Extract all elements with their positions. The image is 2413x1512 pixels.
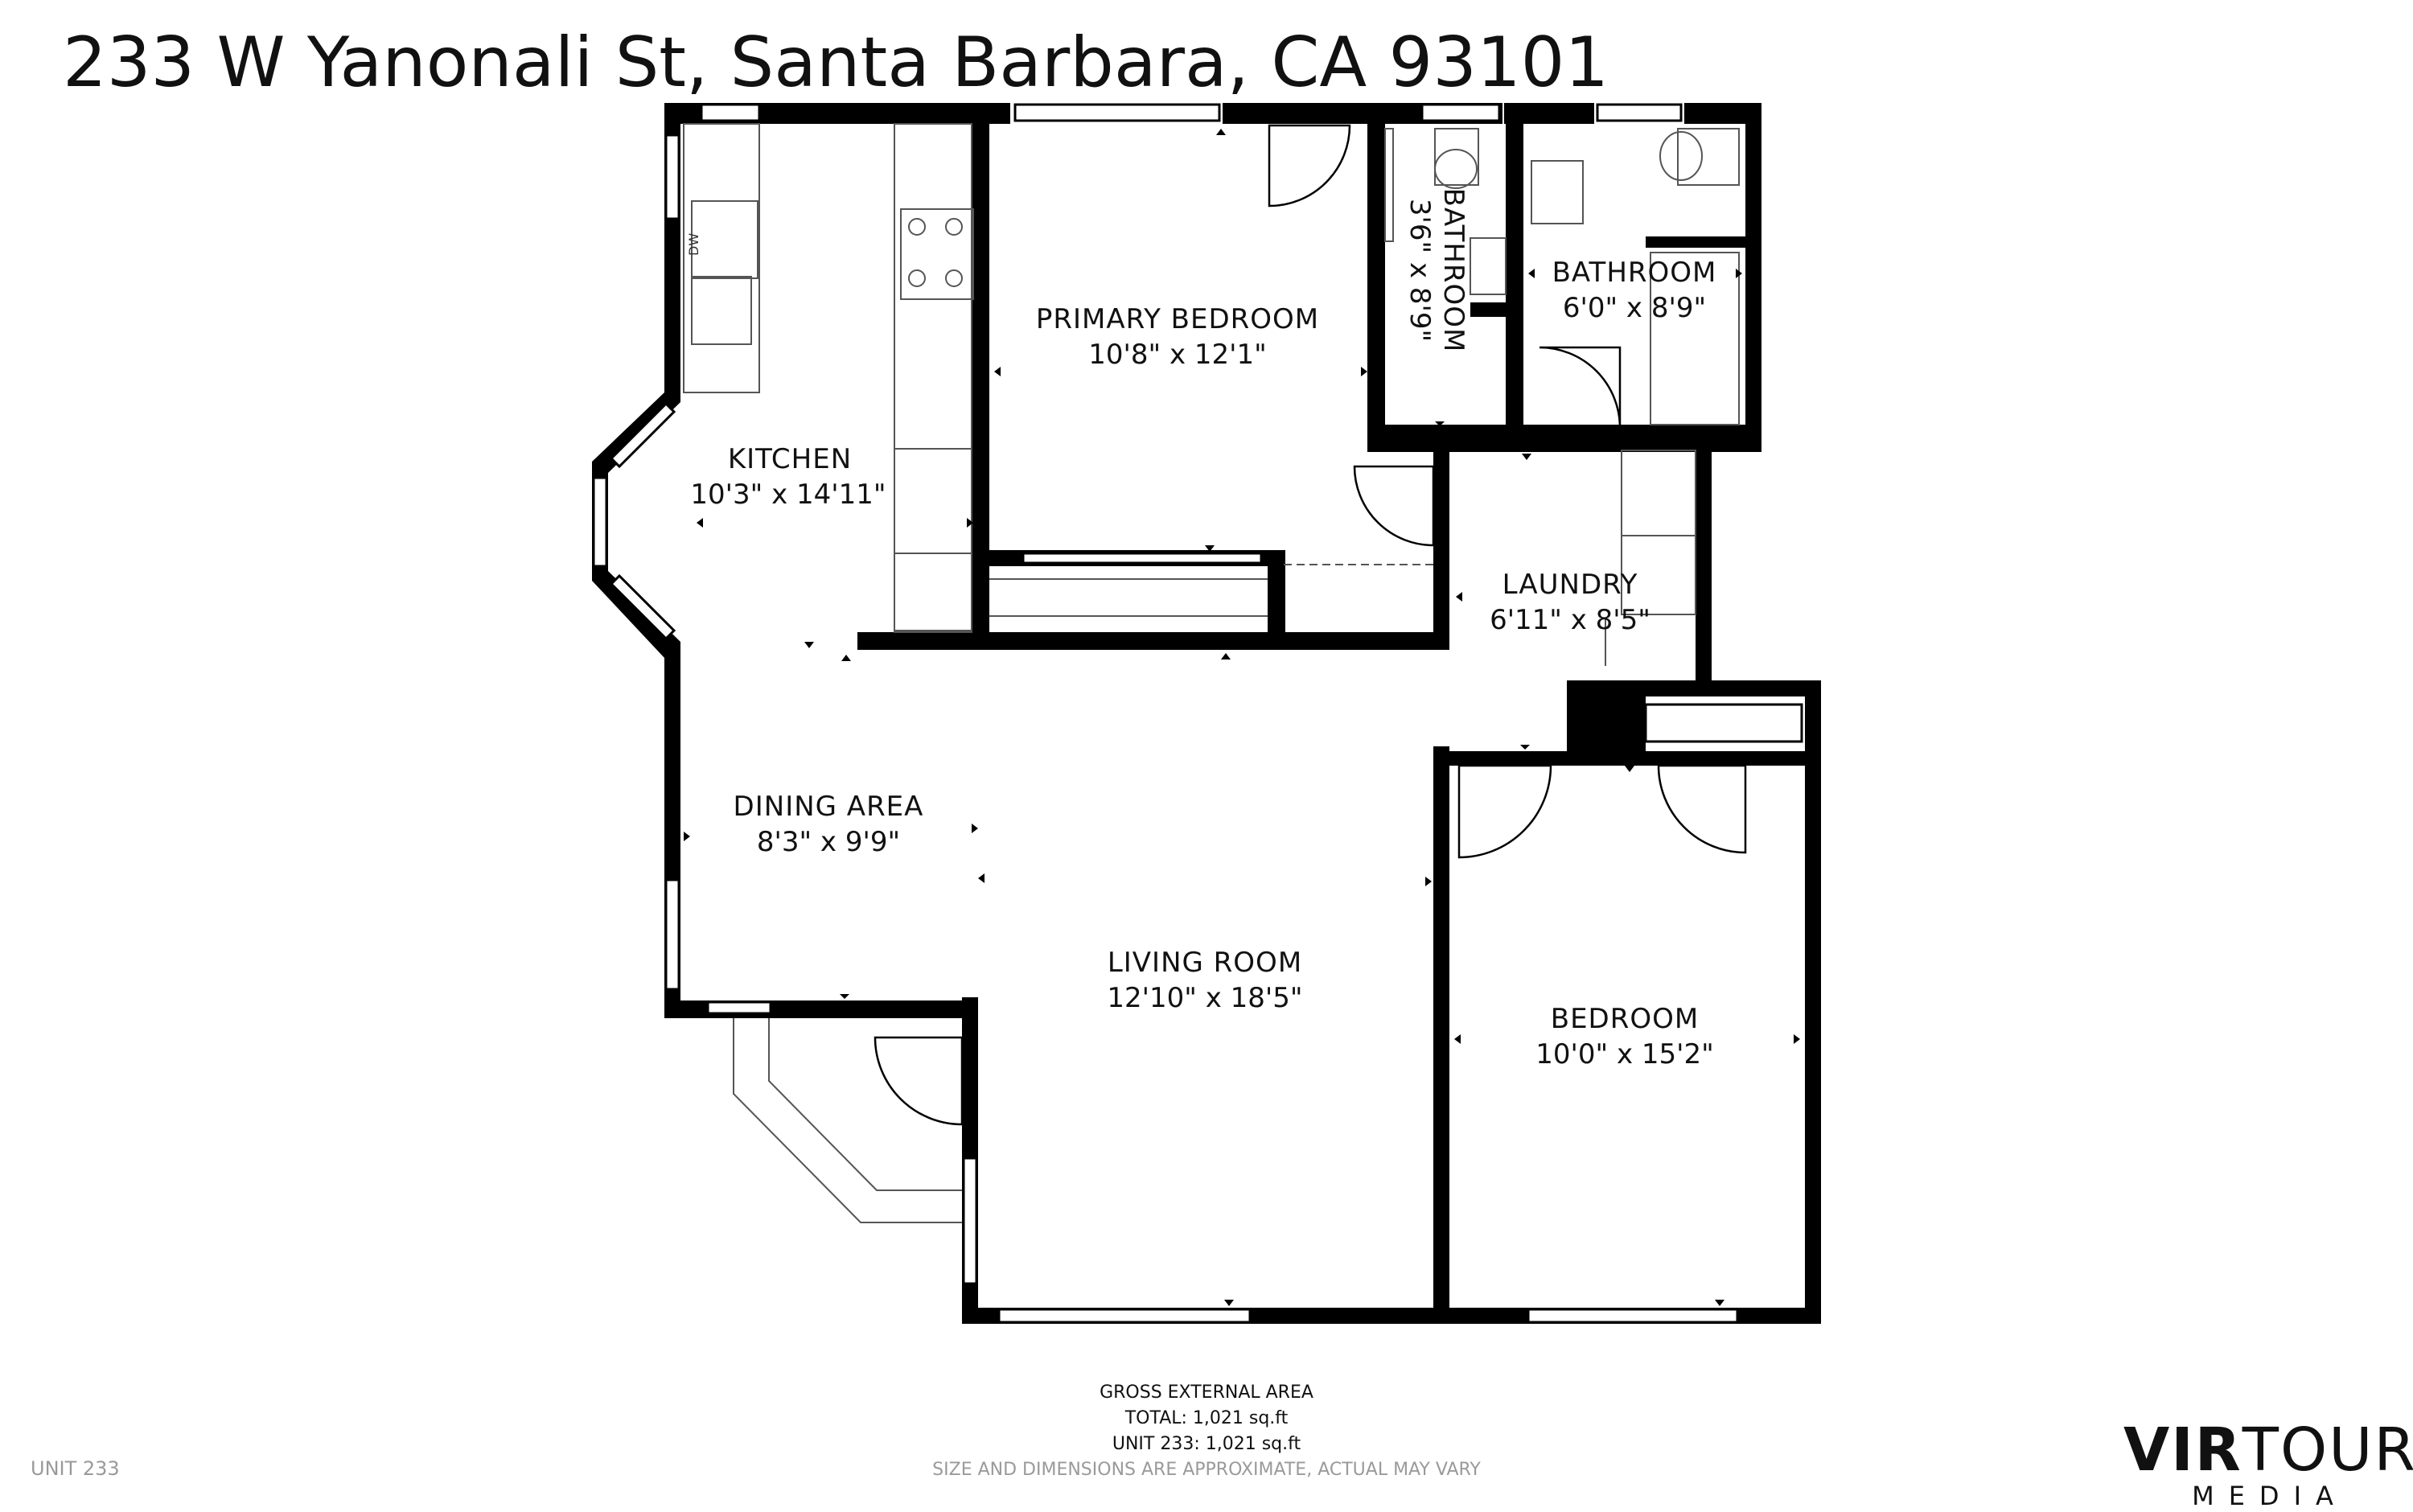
room-name-bedroom: BEDROOM bbox=[1551, 1003, 1699, 1035]
window bbox=[1420, 103, 1501, 122]
logo-bold: VIR bbox=[2123, 1415, 2242, 1485]
room-dims-primary-bedroom: 10'8" x 12'1" bbox=[1088, 339, 1267, 371]
wall-smallbath-inner bbox=[1470, 302, 1511, 317]
property-address: 233 W Yanonali St, Santa Barbara, CA 931… bbox=[63, 23, 1609, 103]
wall-bedroom-top bbox=[1433, 751, 1647, 766]
bath-sink-2 bbox=[1531, 160, 1584, 224]
wall-right-lower bbox=[1805, 680, 1821, 1324]
toilet bbox=[1434, 128, 1479, 186]
wall-kitchen-bedroom bbox=[972, 111, 989, 635]
window bbox=[609, 573, 676, 641]
window bbox=[1644, 703, 1803, 743]
room-dims-dining-area: 8'3" x 9'9" bbox=[757, 826, 900, 858]
area-total: TOTAL: 1,021 sq.ft bbox=[1124, 1408, 1289, 1428]
washer bbox=[1621, 450, 1696, 536]
room-name-bathroom: BATHROOM bbox=[1552, 257, 1717, 289]
wall-kitchen-living bbox=[857, 632, 1449, 650]
fridge bbox=[894, 448, 972, 554]
window bbox=[609, 401, 676, 469]
wall-laundry-right bbox=[1696, 450, 1712, 684]
windows bbox=[592, 103, 1803, 1324]
wall-bay-lower bbox=[592, 571, 680, 658]
door-primary-closet bbox=[1353, 465, 1435, 547]
window bbox=[1013, 103, 1221, 122]
wall-top-2 bbox=[759, 103, 1010, 124]
wall-bedroom-left bbox=[1433, 746, 1449, 1324]
dryer bbox=[1621, 535, 1696, 615]
area-unit: UNIT 233: 1,021 sq.ft bbox=[1112, 1434, 1301, 1454]
window bbox=[1527, 1308, 1739, 1324]
wall-closet-top-2 bbox=[1646, 680, 1821, 696]
kitchen-counter-right bbox=[894, 123, 972, 631]
toilet-2 bbox=[1677, 128, 1740, 186]
room-dims-bathroom-small: 3'6" x 8'9" bbox=[1404, 199, 1436, 342]
door-primary-bedroom bbox=[1268, 124, 1351, 207]
logo-subtitle: MEDIA bbox=[2192, 1481, 2348, 1511]
kitchen-sink bbox=[691, 276, 752, 345]
shower-stall bbox=[1384, 128, 1394, 242]
room-name-living-room: LIVING ROOM bbox=[1108, 947, 1302, 979]
window bbox=[592, 476, 608, 568]
room-dims-kitchen: 10'3" x 14'11" bbox=[690, 479, 886, 511]
wall-right-upper bbox=[1745, 103, 1761, 452]
window bbox=[962, 1157, 978, 1285]
area-disclaimer: SIZE AND DIMENSIONS ARE APPROXIMATE, ACT… bbox=[932, 1460, 1481, 1480]
dishwasher bbox=[691, 200, 758, 279]
room-name-laundry: LAUNDRY bbox=[1502, 569, 1638, 601]
virtour-media-logo: VIRTOUR MEDIA bbox=[2123, 1420, 2413, 1512]
door-bathroom bbox=[1539, 346, 1622, 429]
kitchen-counter bbox=[683, 123, 760, 393]
unit-label: UNIT 233 bbox=[31, 1457, 120, 1480]
wall-baths-bottom bbox=[1367, 425, 1761, 452]
door-bedroom-closet-right bbox=[1657, 764, 1747, 854]
window bbox=[664, 134, 680, 220]
wall-laundry-left bbox=[1433, 450, 1449, 650]
logo-wordmark: VIRTOUR bbox=[2123, 1420, 2413, 1480]
window bbox=[664, 878, 680, 991]
room-dims-bathroom: 6'0" x 8'9" bbox=[1563, 292, 1706, 324]
window bbox=[700, 103, 761, 122]
window bbox=[997, 1308, 1252, 1324]
window bbox=[1022, 552, 1263, 565]
room-dims-living-room: 12'10" x 18'5" bbox=[1107, 982, 1302, 1014]
area-summary: GROSS EXTERNAL AREA TOTAL: 1,021 sq.ft U… bbox=[885, 1380, 1528, 1483]
fixtures bbox=[683, 123, 1740, 1223]
door-entry bbox=[874, 1036, 964, 1126]
window bbox=[1596, 103, 1683, 122]
bath-sink bbox=[1470, 237, 1507, 295]
wall-closet-block bbox=[1567, 680, 1646, 761]
stove bbox=[900, 208, 974, 300]
dimension-markers bbox=[684, 129, 1800, 1306]
room-name-primary-bedroom: PRIMARY BEDROOM bbox=[1036, 303, 1319, 335]
room-name-kitchen: KITCHEN bbox=[728, 443, 852, 475]
wall-bed-bath bbox=[1367, 111, 1385, 436]
room-dims-bedroom: 10'0" x 15'2" bbox=[1535, 1038, 1714, 1070]
pantry bbox=[894, 553, 972, 633]
room-name-dining-area: DINING AREA bbox=[734, 791, 924, 823]
room-name-bathroom-small: BATHROOM bbox=[1437, 188, 1470, 353]
dishwasher-label: DW bbox=[686, 233, 701, 256]
wall-closet-right bbox=[1268, 550, 1285, 635]
doors bbox=[874, 124, 1747, 1126]
wall-closet-bottom bbox=[1646, 751, 1821, 766]
tub bbox=[1650, 252, 1740, 425]
wall-bath-partition bbox=[1646, 236, 1761, 248]
door-bedroom-closet-left bbox=[1457, 764, 1552, 859]
window bbox=[706, 1000, 772, 1015]
room-dims-laundry: 6'11" x 8'5" bbox=[1490, 604, 1650, 636]
room-labels: KITCHEN 10'3" x 14'11" PRIMARY BEDROOM 1… bbox=[690, 188, 1716, 1070]
area-title: GROSS EXTERNAL AREA bbox=[1100, 1383, 1313, 1403]
wall-bath-bath bbox=[1506, 111, 1523, 436]
logo-thin: TOUR bbox=[2242, 1415, 2413, 1485]
